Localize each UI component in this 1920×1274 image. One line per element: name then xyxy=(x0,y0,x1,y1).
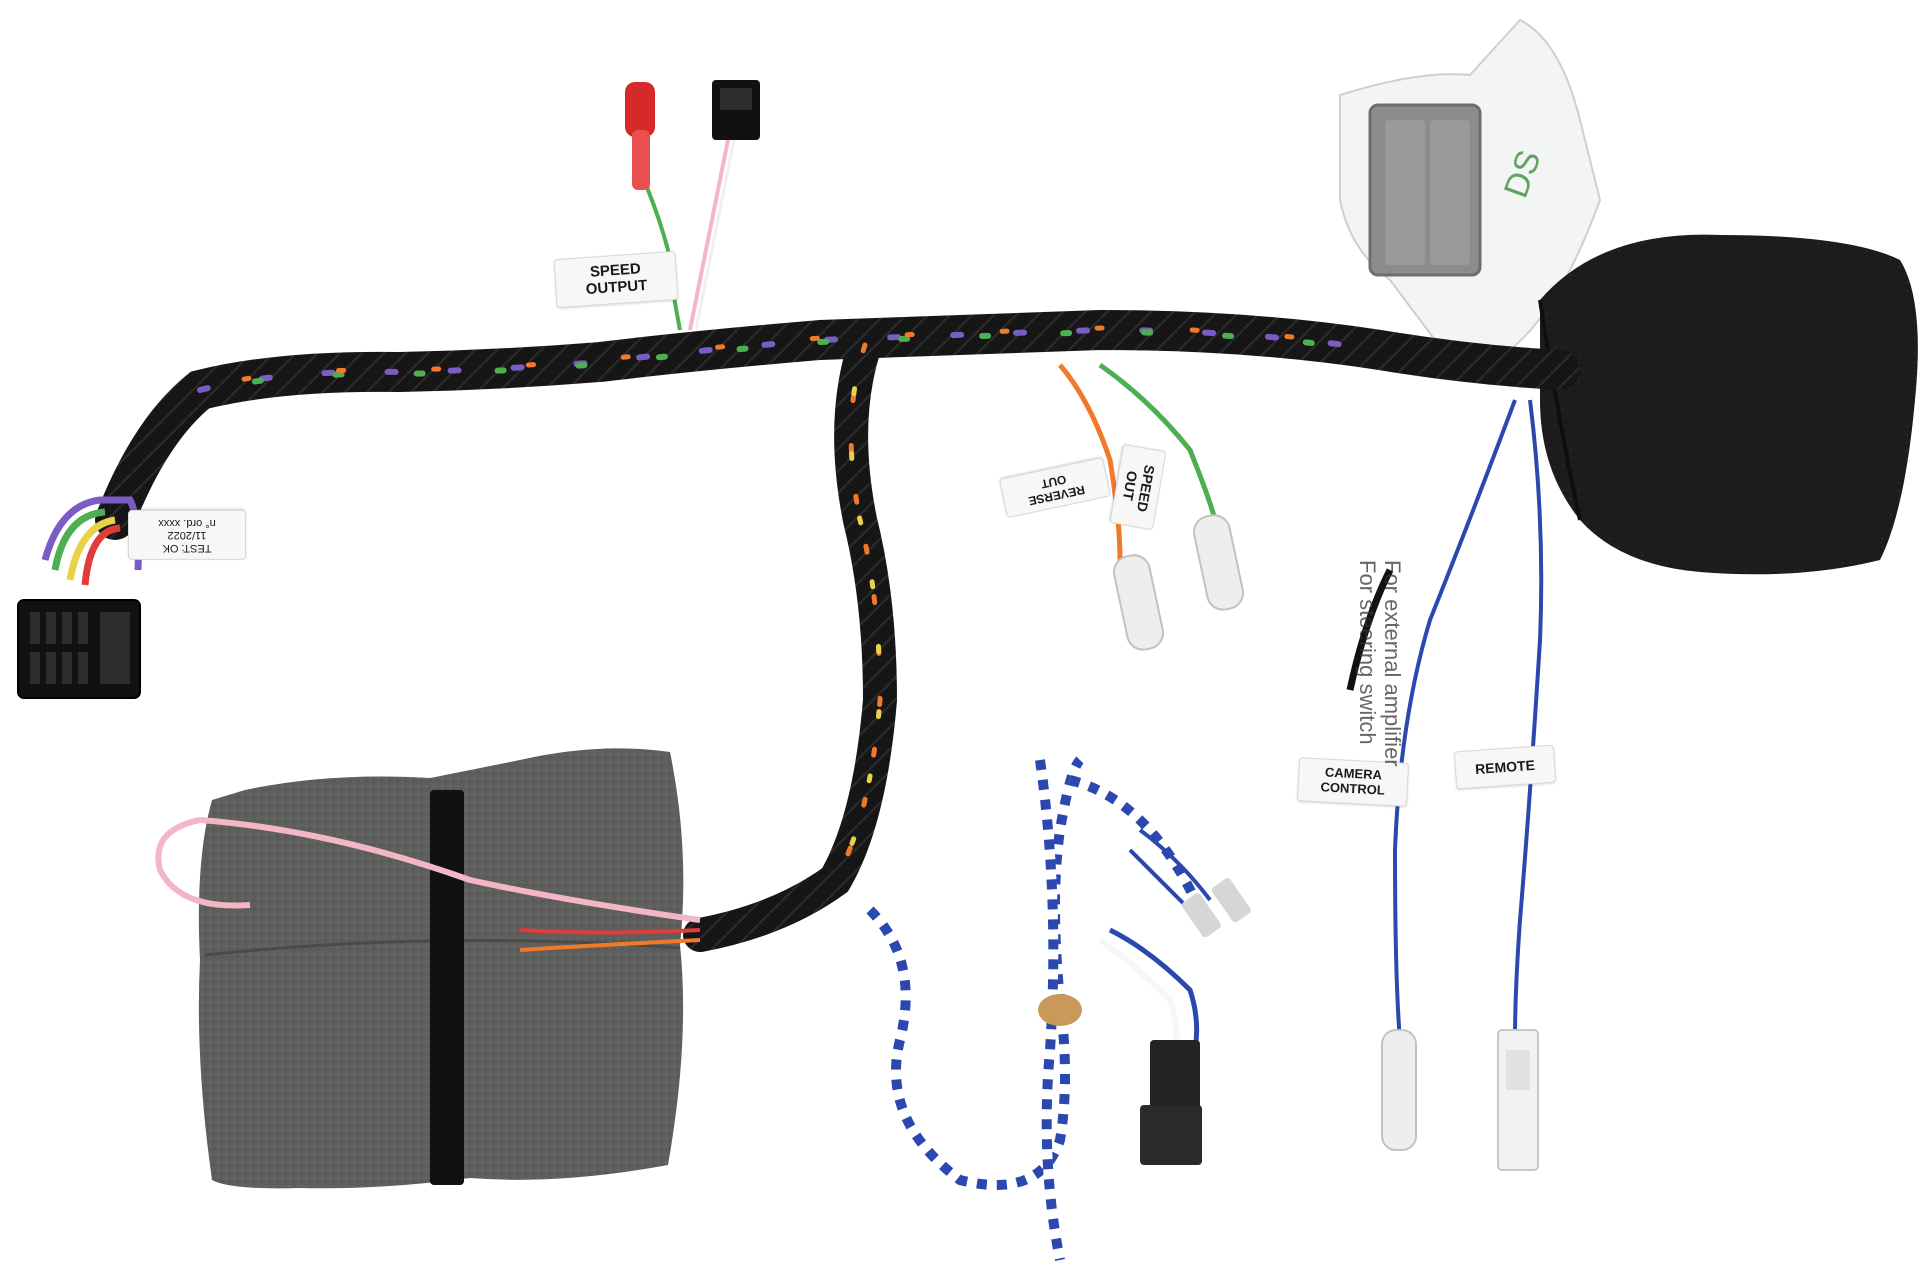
test-tag: TEST: OK 11/2022 n° ord. xxxx xyxy=(128,510,246,560)
remote-tag: REMOTE xyxy=(1453,744,1557,790)
sticker-line-2: For steering switch xyxy=(1355,560,1380,745)
test-tag-line-3: n° ord. xxxx xyxy=(158,516,216,529)
remote-line: REMOTE xyxy=(1474,756,1536,778)
foam-block-left xyxy=(198,748,684,1189)
speed-output-pigtail xyxy=(625,80,760,331)
test-tag-line-1: TEST: OK xyxy=(162,541,212,554)
pink-wires xyxy=(155,816,701,952)
braided-trunk xyxy=(95,309,1580,952)
test-tag-line-2: 11/2022 xyxy=(167,529,207,542)
twisted-cable xyxy=(866,756,1251,1261)
speed-output-tag: SPEED OUTPUT xyxy=(553,250,679,308)
iso-connector xyxy=(17,496,142,699)
bullet-pigtails xyxy=(1058,362,1245,651)
foam-sleeve-right xyxy=(1538,234,1918,575)
plastic-bag: DS xyxy=(1339,18,1602,362)
sticker-line-1: For external amplifier xyxy=(1380,560,1405,767)
